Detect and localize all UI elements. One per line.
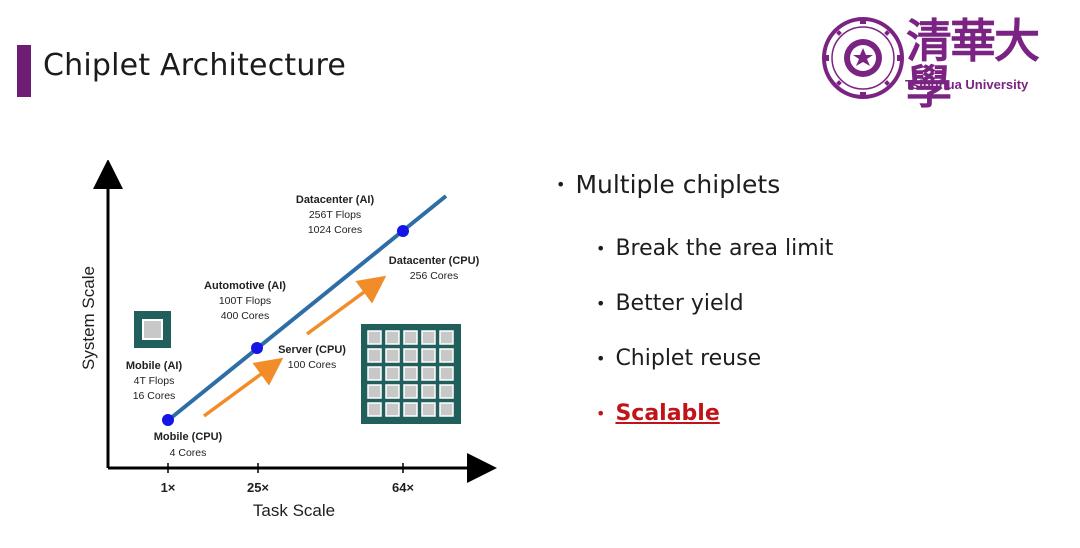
chiplet-array-icon bbox=[361, 324, 461, 424]
point-detail: 1024 Cores bbox=[308, 224, 362, 236]
point-detail: 4 Cores bbox=[170, 447, 207, 459]
tsinghua-logo bbox=[822, 17, 904, 99]
point-detail: 100 Cores bbox=[288, 359, 336, 371]
chiplet-tile bbox=[385, 384, 400, 399]
point-label: Mobile (CPU) bbox=[154, 431, 223, 443]
annotation-detail: 100T Flops bbox=[219, 295, 271, 307]
annotation-label: Datacenter (CPU) bbox=[389, 255, 480, 267]
title-accent-bar bbox=[17, 45, 31, 97]
bullet-dot-icon: • bbox=[596, 294, 606, 313]
highlighted-bullet-text: Scalable bbox=[615, 401, 720, 426]
chiplet-tile bbox=[385, 402, 400, 417]
chiplet-tile bbox=[421, 402, 436, 417]
chiplet-tile bbox=[385, 330, 400, 345]
scaling-arrow bbox=[305, 275, 387, 336]
chiplet-tile bbox=[385, 366, 400, 381]
point-label: Datacenter (AI) bbox=[296, 194, 375, 206]
chiplet-tile bbox=[403, 366, 418, 381]
scaling-arrow bbox=[202, 357, 284, 418]
chiplet-tile bbox=[421, 366, 436, 381]
chiplet-tile bbox=[439, 366, 454, 381]
annotation-detail: 4T Flops bbox=[134, 375, 175, 387]
bullet-text: Multiple chiplets bbox=[575, 170, 781, 199]
y-axis-label: System Scale bbox=[79, 266, 98, 370]
chiplet-tile bbox=[421, 384, 436, 399]
bullet-text: Break the area limit bbox=[615, 236, 834, 261]
x-tick: 25× bbox=[247, 480, 269, 495]
annotation-label: Automotive (AI) bbox=[204, 280, 286, 292]
chiplet-tile bbox=[403, 330, 418, 345]
chiplet-tile bbox=[403, 348, 418, 363]
chiplet-scaling-diagram: 1× 25× 64× Task Scale System Scale Mobil… bbox=[79, 160, 497, 520]
bullet-list: • Multiple chiplets • Break the area lim… bbox=[556, 170, 833, 441]
chiplet-tile bbox=[439, 402, 454, 417]
data-point-mobile-cpu bbox=[162, 414, 174, 426]
data-point-server-cpu bbox=[251, 342, 263, 354]
chiplet-tile bbox=[439, 384, 454, 399]
chiplet-tile bbox=[439, 348, 454, 363]
chiplet-tile bbox=[385, 348, 400, 363]
bullet-main: • Multiple chiplets bbox=[556, 170, 833, 199]
slide-title: Chiplet Architecture bbox=[43, 48, 347, 83]
x-tick: 64× bbox=[392, 480, 414, 495]
chiplet-tile bbox=[421, 348, 436, 363]
annotation-label: Mobile (AI) bbox=[126, 360, 183, 372]
chiplet-tile bbox=[367, 402, 382, 417]
bullet-text: Better yield bbox=[615, 291, 744, 316]
bullet-dot-icon: • bbox=[596, 349, 606, 368]
bullet-highlight: • Scalable bbox=[596, 386, 833, 441]
bullet-dot-icon: • bbox=[596, 239, 606, 258]
annotation-detail: 400 Cores bbox=[221, 310, 269, 322]
x-tick: 1× bbox=[161, 480, 176, 495]
annotation-detail: 16 Cores bbox=[133, 390, 176, 402]
single-chiplet-icon bbox=[134, 311, 171, 348]
chiplet-tile bbox=[367, 366, 382, 381]
bullet-sub: • Break the area limit bbox=[596, 221, 833, 276]
chiplet-tile bbox=[421, 330, 436, 345]
point-detail: 256T Flops bbox=[309, 209, 361, 221]
logo-english-name: Tsinghua University bbox=[905, 77, 1029, 92]
chiplet-tile bbox=[403, 402, 418, 417]
chiplet-tile bbox=[439, 330, 454, 345]
x-axis-label: Task Scale bbox=[253, 501, 335, 520]
annotation-detail: 256 Cores bbox=[410, 270, 458, 282]
chiplet-tile bbox=[367, 330, 382, 345]
bullet-dot-icon: • bbox=[556, 175, 566, 194]
chiplet-tile bbox=[367, 348, 382, 363]
chiplet-tile bbox=[367, 384, 382, 399]
bullet-sub: • Better yield bbox=[596, 276, 833, 331]
bullet-dot-icon: • bbox=[596, 404, 606, 423]
data-point-datacenter-ai bbox=[397, 225, 409, 237]
university-seal-icon bbox=[822, 17, 904, 99]
logo-chinese-name: 清華大學 bbox=[906, 14, 1040, 114]
chiplet-tile bbox=[403, 384, 418, 399]
bullet-sub: • Chiplet reuse bbox=[596, 331, 833, 386]
bullet-text: Chiplet reuse bbox=[615, 346, 762, 371]
point-label: Server (CPU) bbox=[278, 344, 346, 356]
